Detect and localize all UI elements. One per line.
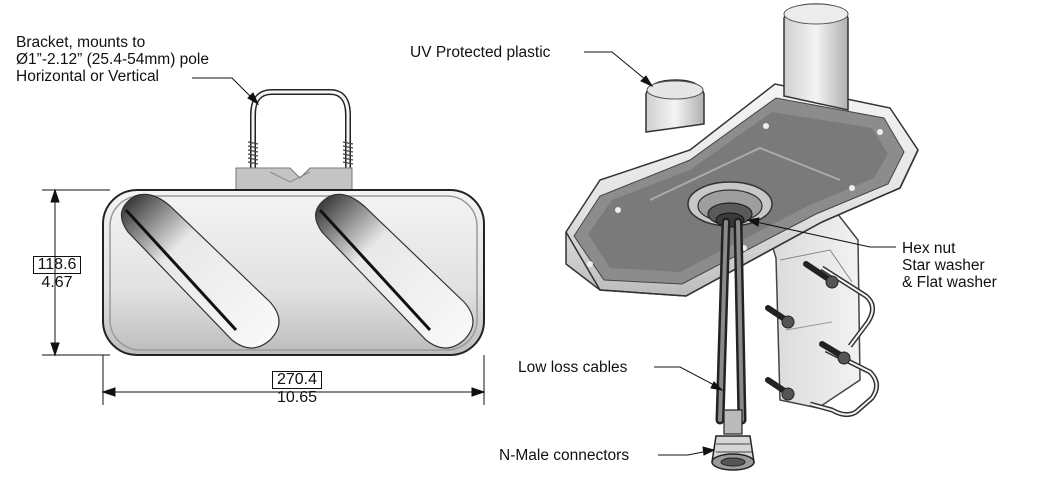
hardware-callout: Hex nut Star washer & Flat washer xyxy=(902,240,997,291)
radome-slot-left xyxy=(120,193,280,349)
width-dimension-lines xyxy=(101,355,486,405)
hardware-callout-line-3: & Flat washer xyxy=(902,274,997,291)
n-male-connector-assembly xyxy=(711,409,755,471)
uv-plastic-callout: UV Protected plastic xyxy=(410,44,551,61)
hex-nut-assembly xyxy=(687,181,773,228)
low-loss-cables xyxy=(715,217,747,425)
bracket-callout-line-2: Ø1”-2.12” (25.4-54mm) pole xyxy=(16,51,209,68)
stud-nuts xyxy=(781,275,851,401)
hardware-callout-line-2: Star washer xyxy=(902,257,985,274)
connector-leader xyxy=(658,446,716,456)
width-dimension: 270.4 10.65 xyxy=(262,371,332,407)
bracket-callout: Bracket, mounts to Ø1”-2.12” (25.4-54mm)… xyxy=(16,34,209,85)
height-dimension-lines xyxy=(42,188,110,357)
width-mm: 270.4 xyxy=(271,371,323,389)
bracket-callout-line-1: Bracket, mounts to xyxy=(16,34,146,51)
cables-callout: Low loss cables xyxy=(518,359,628,376)
height-in: 4.67 xyxy=(41,274,73,291)
bracket-callout-line-3: Horizontal or Vertical xyxy=(16,68,160,85)
pole-u-bolts-highlight xyxy=(809,267,878,416)
connectors-callout: N-Male connectors xyxy=(499,447,630,464)
hardware-callout-line-1: Hex nut xyxy=(902,240,956,257)
u-bolt-bracket xyxy=(235,89,354,191)
housing-post-right xyxy=(783,3,849,111)
housing-post-left xyxy=(645,79,705,133)
radome-slot-right xyxy=(315,193,474,349)
bracket-leader xyxy=(192,77,260,106)
height-dimension: 118.6 4.67 xyxy=(26,256,88,292)
height-mm: 118.6 xyxy=(32,256,82,274)
hardware-leader xyxy=(746,217,896,248)
cables-leader xyxy=(654,366,724,391)
uv-plastic-leader xyxy=(584,51,654,88)
width-in: 10.65 xyxy=(276,389,318,406)
